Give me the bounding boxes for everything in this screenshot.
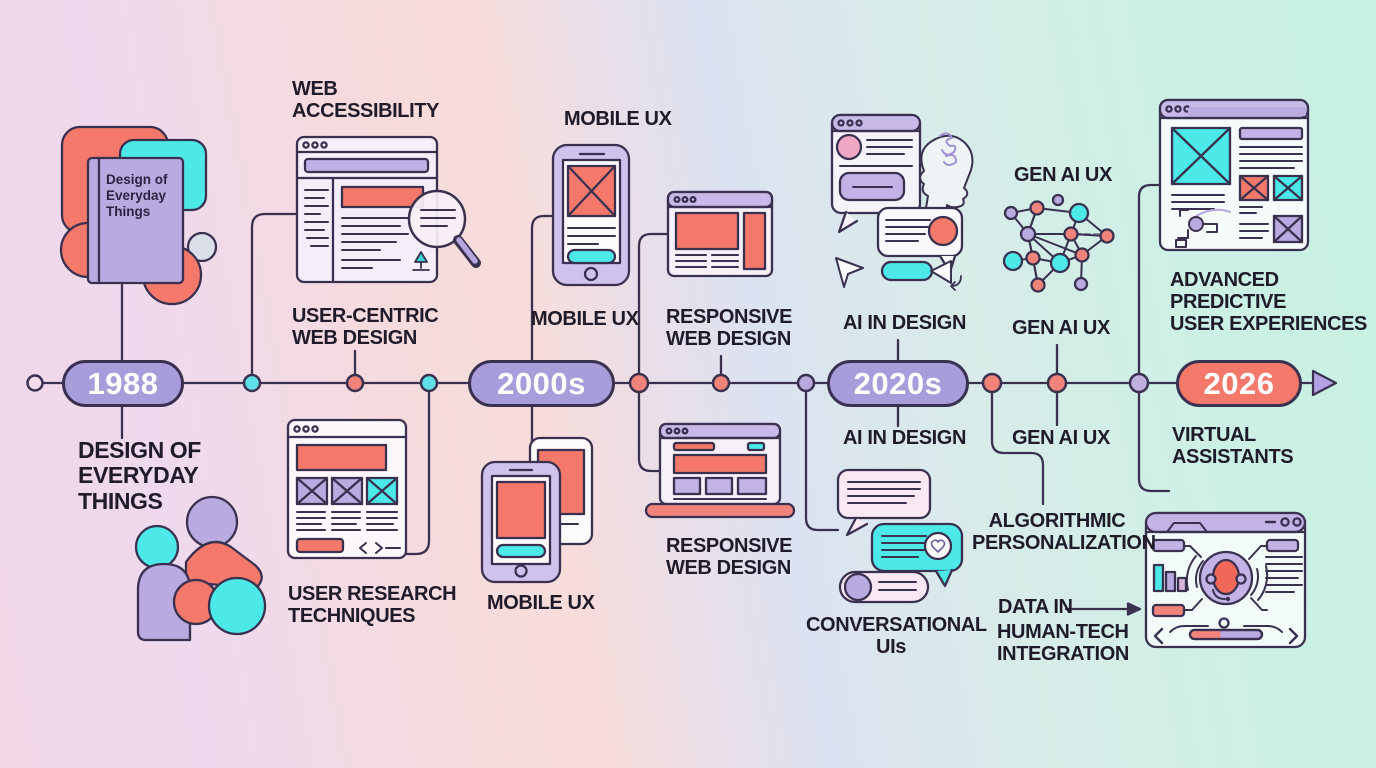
label-gen-ai-ux-below: GEN AI UX	[1012, 427, 1110, 449]
timeline-dots	[26, 372, 1150, 394]
label-data-in: DATA IN	[998, 596, 1073, 618]
label-ai-in-design-above: AI IN DESIGN	[843, 312, 966, 334]
predictive-ux-browser-icon	[1158, 98, 1310, 252]
data-flow-arrow-icon	[1064, 602, 1142, 616]
mobile-phones-icon	[480, 436, 594, 584]
era-node-2026: 2026	[1176, 360, 1302, 407]
timeline-start-dot	[26, 374, 44, 392]
upload-icon	[412, 251, 430, 271]
era-node-1988: 1988	[62, 360, 184, 407]
label-user-research-techniques: USER RESEARCH TECHNIQUES	[288, 583, 457, 627]
label-mobile-ux-above: MOBILE UX	[531, 308, 639, 330]
label-advanced-predictive: ADVANCED PREDICTIVE USER EXPERIENCES	[1170, 269, 1367, 335]
face-profile-icon	[919, 132, 974, 218]
book-illustration	[59, 125, 218, 306]
label-algorithmic-personalization: ALGORITHMIC PERSONALIZATION	[972, 510, 1156, 554]
label-mobile-ux-heading: MOBILE UX	[564, 108, 672, 130]
send-plane-icon	[835, 257, 864, 288]
heart-reaction-icon	[923, 531, 953, 561]
label-virtual-assistants: VIRTUAL ASSISTANTS	[1172, 424, 1294, 468]
label-design-of-everyday-things: DESIGN OF EVERYDAY THINGS	[78, 437, 201, 514]
magnifier-icon	[407, 189, 481, 268]
chat-bubbles-illustration	[836, 468, 964, 604]
label-ai-in-design-below: AI IN DESIGN	[843, 427, 966, 449]
label-responsive-above: RESPONSIVE WEB DESIGN	[666, 306, 793, 350]
ai-chat-illustration	[830, 113, 974, 291]
label-human-tech-integration: HUMAN-TECH INTEGRATION	[997, 621, 1129, 665]
chat-bubble-icon	[876, 206, 964, 274]
send-plane-icon	[930, 260, 962, 291]
label-gen-ai-ux-heading: GEN AI UX	[1014, 164, 1112, 186]
label-user-centric-web-design: USER-CENTRIC WEB DESIGN	[292, 305, 439, 349]
web-accessibility-browser-icon	[295, 135, 481, 284]
chat-window-icon	[830, 113, 922, 234]
label-mobile-ux-below: MOBILE UX	[487, 592, 595, 614]
timeline-connectors	[33, 183, 1315, 556]
label-gen-ai-ux-above: GEN AI UX	[1012, 317, 1110, 339]
label-responsive-below: RESPONSIVE WEB DESIGN	[666, 535, 793, 579]
book-cover-title: Design of Everyday Things	[106, 172, 168, 220]
label-conversational-uis: CONVERSATIONAL UIs	[806, 614, 987, 658]
bar-chart-icon	[1152, 563, 1188, 593]
timeline-end-arrow-icon	[1311, 369, 1338, 397]
flow-sketch-icon	[1175, 208, 1231, 248]
responsive-browser-icon	[666, 190, 774, 278]
assistant-dashboard-icon	[1144, 511, 1307, 649]
user-research-wireframe-icon	[286, 418, 408, 560]
laptop-icon	[644, 422, 796, 519]
era-node-2020s: 2020s	[827, 360, 969, 407]
code-icon	[359, 542, 401, 554]
label-web-accessibility: WEB ACCESSIBILITY	[292, 78, 440, 122]
era-node-2000s: 2000s	[468, 360, 615, 407]
assistant-avatar-icon	[1185, 550, 1269, 606]
image-placeholder-icons	[295, 476, 399, 506]
book-icon	[86, 156, 185, 285]
progress-bar-icon	[1188, 628, 1264, 641]
people-shapes-illustration	[134, 495, 267, 642]
mobile-phone-icon	[551, 143, 631, 287]
neural-network-icon	[1002, 193, 1115, 293]
